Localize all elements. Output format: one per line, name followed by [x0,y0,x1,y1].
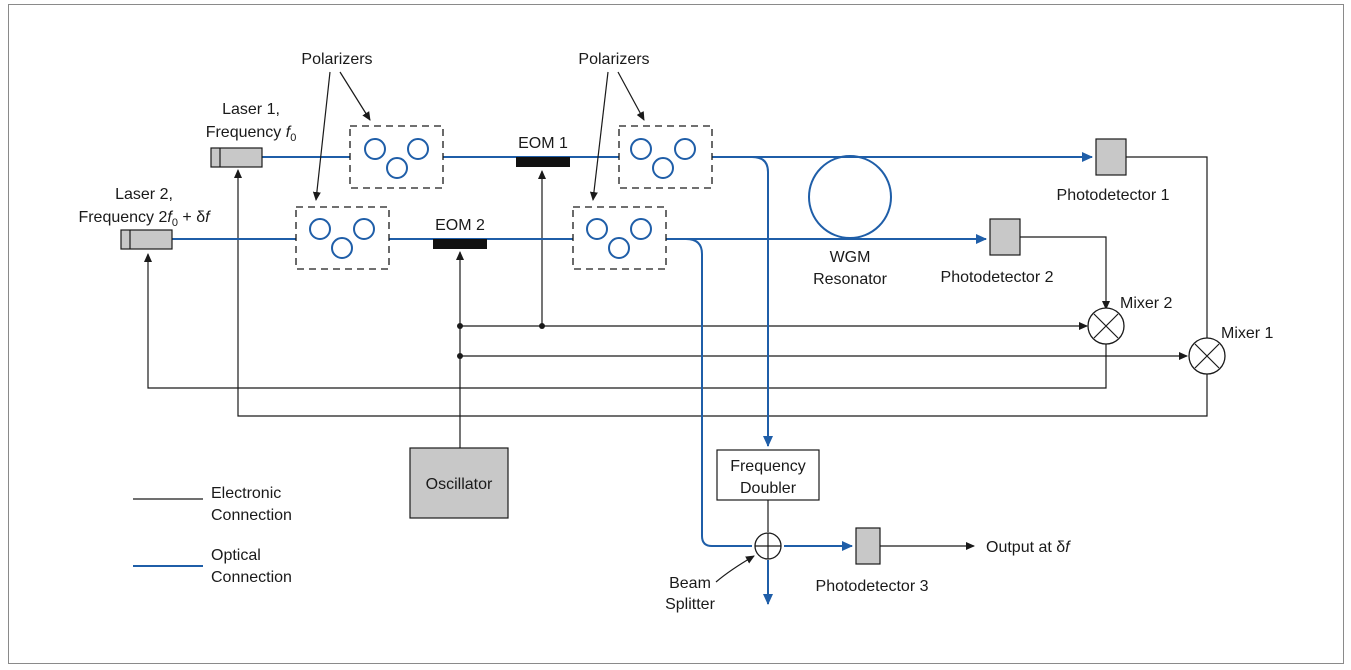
legend-optical-label-line1: Optical [211,547,261,564]
photodetector-1 [1095,138,1127,176]
oscillator-box [409,447,509,519]
wgm-label-line2: Resonator [813,271,887,288]
wire-mixer1-laser1 [234,169,1208,417]
doubler-label-line2: Doubler [740,480,797,497]
polarizer-box-3 [618,125,713,189]
wire-mixer2-laser2 [144,253,1107,389]
polarizers-label-right: Polarizers [578,51,649,68]
photodetector2-label: Photodetector 2 [941,269,1054,286]
eom-1 [516,157,570,167]
beam-splitter [754,532,782,560]
polarizer-pointers [312,71,645,201]
laser1-label-line2: Frequency f0 [206,124,297,144]
legend-optical-label-line2: Connection [211,569,292,586]
eom1-label: EOM 1 [518,135,568,152]
junction-dot [457,353,463,359]
laser2-label-line1: Laser 2, [115,186,173,203]
frequency-doubler-box [716,449,820,501]
eom-2 [433,239,487,249]
laser-2 [120,229,173,250]
wgm-resonator [808,155,892,239]
polarizers-label-left: Polarizers [301,51,372,68]
junction-dot [539,323,545,329]
mixer-1 [1188,337,1226,375]
wire-pd2-mixer2 [1020,236,1110,310]
beam-splitter-label-line1: Beam [669,575,711,592]
legend-electronic-label-line2: Connection [211,507,292,524]
wgm-label-line1: WGM [830,249,871,266]
polarizer-box-4 [572,206,667,270]
beam-to-doubler [751,156,773,447]
photodetector-2 [989,218,1021,256]
polarizer-box-1 [349,125,444,189]
output-label: Output at δf [986,539,1071,556]
laser2-label-line2: Frequency 2f0 + δf [78,209,211,229]
doubler-label-line1: Frequency [730,458,806,475]
mixer-2 [1087,307,1125,345]
oscillator-label: Oscillator [426,476,493,493]
junction-dot [457,323,463,329]
photodetector1-label: Photodetector 1 [1057,187,1170,204]
photodetector-3 [855,527,881,565]
wire-pd1-mixer1 [1126,156,1211,353]
electronic-connections [144,156,1211,550]
diagram-frame [8,4,1344,664]
polarizer-box-2 [295,206,390,270]
laser-1 [210,147,263,168]
beam-to-splitter [685,238,752,547]
laser1-label-line1: Laser 1, [222,101,280,118]
beam-splitter-label-line2: Splitter [665,596,715,613]
photodetector3-label: Photodetector 3 [816,578,929,595]
legend-electronic-label-line1: Electronic [211,485,281,502]
eom2-label: EOM 2 [435,217,485,234]
mixer1-label: Mixer 1 [1221,325,1274,342]
mixer2-label: Mixer 2 [1120,295,1173,312]
beam-splitter-pointer [715,555,755,583]
